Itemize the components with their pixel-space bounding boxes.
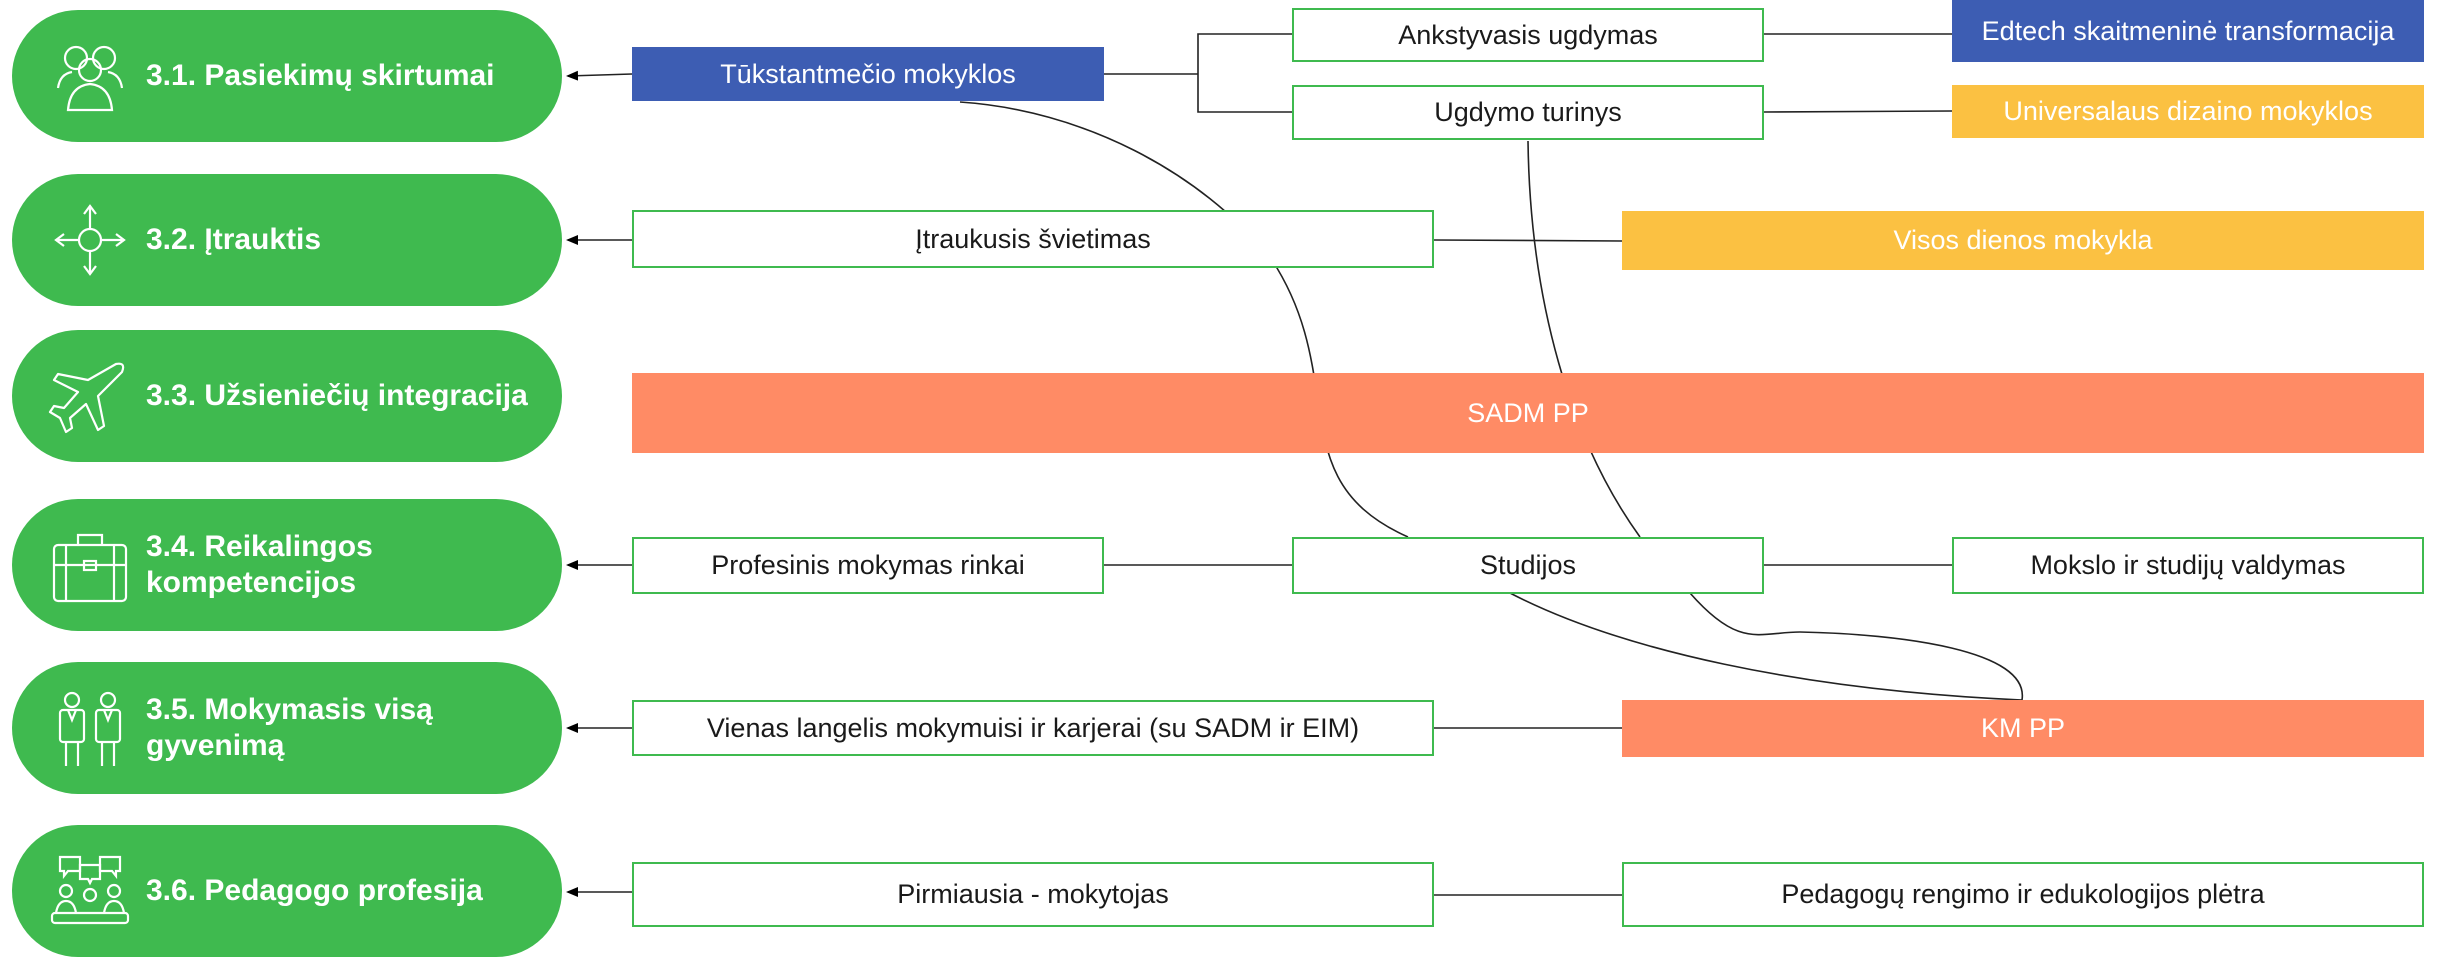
node-studijos[interactable]: Studijos [1292,537,1764,594]
airplane-icon [48,362,125,434]
curve-studijos-kmpp [1509,592,2023,701]
node-mokslo-studiju-valdymas[interactable]: Mokslo ir studijų valdymas [1952,537,2424,594]
category-pill-4[interactable]: 3.4. Reikalingos kompetencijos [12,499,562,631]
briefcase-icon [52,533,128,603]
category-label: 3.2. Įtrauktis [146,223,322,256]
node-tukstantmecio-mokyklos[interactable]: Tūkstantmečio mokyklos [632,47,1104,101]
two-people-icon [58,691,122,766]
node-km-pp[interactable]: KM PP [1622,700,2424,757]
node-universalaus-dizaino[interactable]: Universalaus dizaino mokyklos [1952,85,2424,138]
link-turinys-universalaus [1763,110,1953,113]
category-pill-6[interactable]: 3.6. Pedagogo profesija [12,825,562,957]
category-pill-2[interactable]: 3.2. Įtrauktis [12,174,562,306]
node-visos-dienos-mokykla[interactable]: Visos dienos mokykla [1622,211,2424,270]
arrows-hub-icon [54,204,126,276]
bracket-row1 [1104,33,1292,113]
arrow-row1 [566,70,633,81]
category-pill-5[interactable]: 3.5. Mokymasis visą gyvenimą [12,662,562,794]
category-label: 3.3. Užsieniečių integracija [146,379,528,412]
category-pill-3[interactable]: 3.3. Užsieniečių integracija [12,330,562,462]
curve-studijos-kmpp-2 [1689,592,2023,701]
meeting-table-icon [50,855,130,925]
node-pirmiausia-mokytojas[interactable]: Pirmiausia - mokytojas [632,862,1434,927]
people-group-icon [56,45,124,112]
curve-tukstantmecio-studijos [959,101,1409,538]
category-label: 3.4. Reikalingos kompetencijos [146,530,373,599]
category-label: 3.1. Pasiekimų skirtumai [146,59,495,92]
category-pill-1[interactable]: 3.1. Pasiekimų skirtumai [12,10,562,142]
node-ugdymo-turinys[interactable]: Ugdymo turinys [1292,85,1764,140]
category-label: 3.6. Pedagogo profesija [146,874,483,907]
node-pedagogu-rengimo[interactable]: Pedagogų rengimo ir edukologijos plėtra [1622,862,2424,927]
node-edtech[interactable]: Edtech skaitmeninė transformacija [1952,0,2424,62]
node-sadm-pp[interactable]: SADM PP [632,373,2424,453]
curve-turinys-studijos [1527,140,1641,538]
link-itraukusis-visos [1433,239,1623,242]
node-itraukusis-svietimas[interactable]: Įtraukusis švietimas [632,210,1434,268]
node-vienas-langelis[interactable]: Vienas langelis mokymuisi ir karjerai (s… [632,700,1434,756]
node-ankstyvasis-ugdymas[interactable]: Ankstyvasis ugdymas [1292,8,1764,62]
node-profesinis-mokymas[interactable]: Profesinis mokymas rinkai [632,537,1104,594]
category-label: 3.5. Mokymasis visą gyvenimą [146,693,433,762]
